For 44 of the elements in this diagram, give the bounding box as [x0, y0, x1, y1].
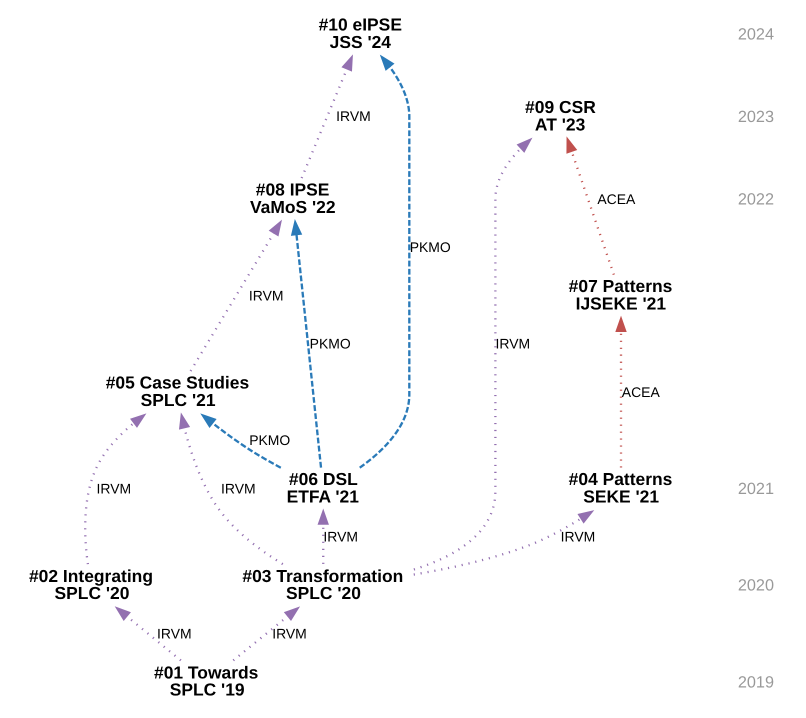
- arrow: [566, 136, 614, 276]
- edge-label: IRVM: [272, 625, 306, 642]
- node-text: #06 DSL ETFA '21: [286, 469, 358, 507]
- label: 2022: [737, 190, 774, 209]
- edge-label: IRVM: [560, 528, 595, 545]
- arrow: [232, 606, 300, 662]
- arrow: [290, 219, 322, 468]
- node-text: #01 Towards SPLC '19: [154, 662, 258, 700]
- edge-label: PKMO: [409, 239, 450, 256]
- node-text: #02 Integrating SPLC '20: [28, 566, 152, 604]
- arrow: [614, 316, 626, 468]
- arrow: [300, 54, 352, 179]
- edge-label: IRVM: [336, 108, 370, 124]
- edge-label: ACEA: [596, 190, 635, 207]
- edge-label: IRVM: [156, 625, 192, 642]
- edge-label: IRVM: [96, 480, 131, 496]
- node-text: #08 IPSE VaMoS '22: [249, 180, 336, 218]
- edge-label: IRVM: [495, 336, 530, 352]
- arrow: [84, 413, 146, 564]
- arrow: [317, 508, 328, 564]
- edge-label: IRVM: [248, 287, 284, 304]
- edge-label: PKMO: [248, 432, 290, 448]
- arrow: [189, 220, 282, 372]
- edge-label: IRVM: [322, 528, 358, 545]
- arrow: [412, 138, 532, 571]
- label: 2021: [737, 480, 774, 498]
- label: 2023: [737, 108, 774, 126]
- node-text: #05 Case Studies SPLC '21: [105, 372, 249, 410]
- label: 2024: [737, 25, 774, 44]
- edge-label: IRVM: [220, 480, 256, 496]
- arrow: [413, 510, 594, 576]
- label: 2019: [737, 673, 774, 692]
- label: 2020: [737, 576, 774, 595]
- arrow: [358, 54, 410, 469]
- node-text: #04 Patterns SEKE '21: [568, 469, 672, 507]
- node-text: #07 Patterns IJSEKE '21: [568, 276, 672, 314]
- arrow: [114, 606, 182, 662]
- node-text: #09 CSR AT '23: [524, 96, 596, 134]
- edge-label: PKMO: [309, 336, 350, 352]
- arrow: [178, 412, 283, 566]
- edge-label: ACEA: [621, 384, 660, 400]
- node-text: #10 eIPSE JSS '24: [318, 14, 402, 52]
- arrow: [200, 413, 281, 469]
- node-text: #03 Transformation SPLC '20: [242, 566, 403, 604]
